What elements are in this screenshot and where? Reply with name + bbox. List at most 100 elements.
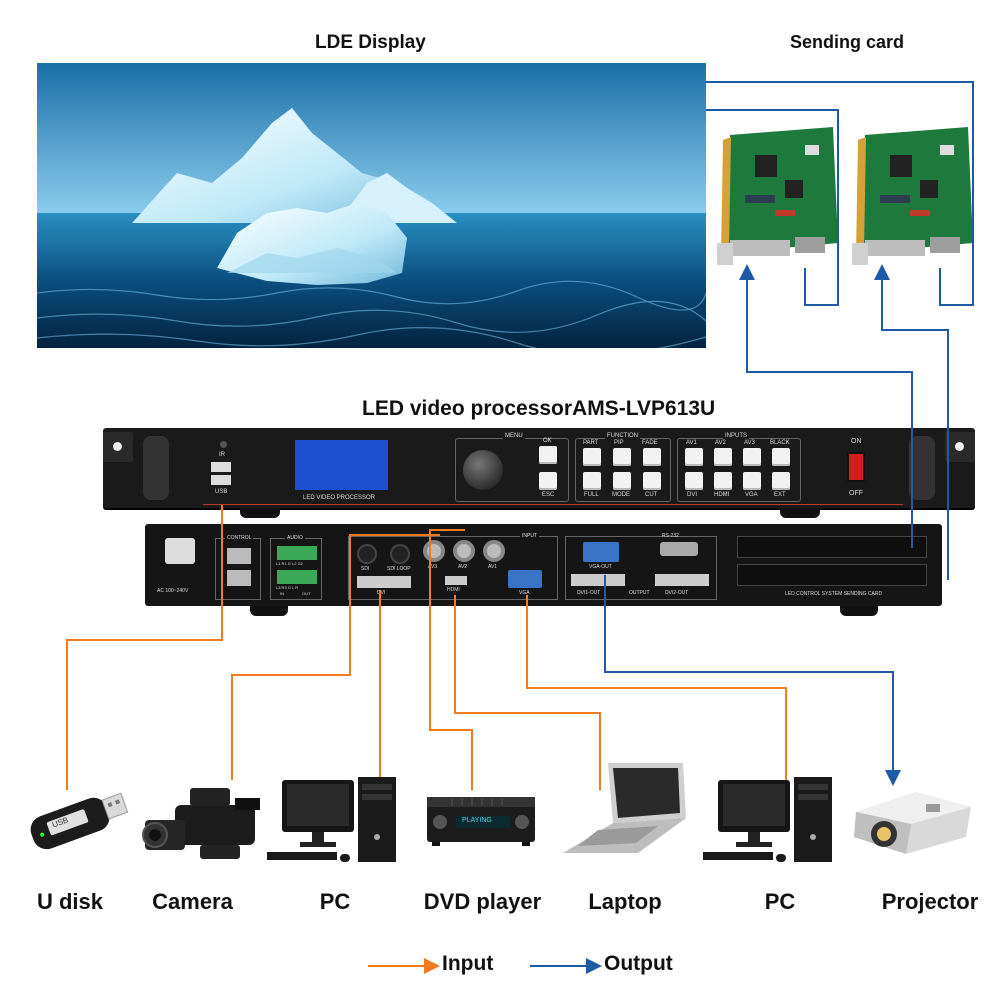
audio-label: AUDIO xyxy=(285,535,305,541)
in-av2-label: AV2 xyxy=(715,440,726,446)
screen-caption: LED VIDEO PROCESSOR xyxy=(303,495,376,501)
dvi-in-port[interactable] xyxy=(357,576,411,588)
dvi2-out-port[interactable] xyxy=(655,574,709,586)
rear-foot-2 xyxy=(840,606,878,616)
processor-title: LED video processorAMS-LVP613U xyxy=(362,397,716,420)
fn-part-label: PART xyxy=(583,440,599,446)
menu-label: MENU xyxy=(503,433,525,439)
laptop-icon xyxy=(563,763,686,853)
usb-port-2[interactable] xyxy=(211,475,231,485)
pc1-label: PC xyxy=(319,889,351,914)
av1-label: AV1 xyxy=(488,564,498,570)
cut-button[interactable] xyxy=(643,472,661,490)
sending-card-slot-2[interactable] xyxy=(737,564,927,586)
sending-card-slot-1[interactable] xyxy=(737,536,927,558)
dvi1-out-port[interactable] xyxy=(571,574,625,586)
hdmi-port[interactable] xyxy=(445,576,467,585)
front-accent-line xyxy=(203,504,903,505)
rj45-port-2[interactable] xyxy=(227,570,251,586)
av2-button[interactable] xyxy=(714,448,732,466)
menu-knob[interactable] xyxy=(463,450,503,490)
function-label: FUNCTION xyxy=(605,433,640,439)
laptop-vga-line xyxy=(526,595,787,780)
full-button[interactable] xyxy=(583,472,601,490)
foot-1 xyxy=(240,508,280,518)
fade-button[interactable] xyxy=(643,448,661,466)
rj45-port-1[interactable] xyxy=(227,548,251,564)
audio-top-labels: L1 R1 G L2 G2 xyxy=(276,561,303,566)
black-button[interactable] xyxy=(772,448,790,466)
sdi-loop-label: SDI LOOP xyxy=(387,566,411,572)
power-socket[interactable] xyxy=(165,538,195,564)
lcd-screen xyxy=(295,440,388,490)
vga-button[interactable] xyxy=(743,472,761,490)
in-av1-label: AV1 xyxy=(686,440,697,446)
av1-bnc[interactable] xyxy=(483,540,505,562)
rack-hole-right xyxy=(955,442,964,451)
usb-port-1[interactable] xyxy=(211,462,231,472)
handle-left[interactable] xyxy=(143,436,169,500)
mode-button[interactable] xyxy=(613,472,631,490)
pc1-icon xyxy=(267,777,396,862)
pip-button[interactable] xyxy=(613,448,631,466)
rs232-port[interactable] xyxy=(660,542,698,556)
sdi-port[interactable] xyxy=(357,544,377,564)
in-av3-label: AV3 xyxy=(744,440,755,446)
on-label: ON xyxy=(851,438,862,445)
legend-output-label: Output xyxy=(604,952,673,975)
vga-in-port[interactable] xyxy=(508,570,542,588)
part-button[interactable] xyxy=(583,448,601,466)
sdi-loop-port[interactable] xyxy=(390,544,410,564)
esc-button[interactable] xyxy=(539,472,557,490)
vga-out-port[interactable] xyxy=(583,542,619,562)
camera-label: Camera xyxy=(152,889,233,914)
projector-label: Projector xyxy=(881,889,979,914)
usb-label: USB xyxy=(215,489,228,495)
dvd-label: DVD player xyxy=(423,889,542,914)
av2-bnc[interactable] xyxy=(453,540,475,562)
processor-rear-panel: AC 100~240V CONTROL AUDIO L1 R1 G L2 G2 … xyxy=(145,524,942,606)
hdmi-label: HDMI xyxy=(447,587,460,593)
in-vga-label: VGA xyxy=(745,492,758,498)
hdmi-button[interactable] xyxy=(714,472,732,490)
audio-out-label: OUT xyxy=(302,591,311,596)
sdi-label: SDI xyxy=(361,566,370,572)
esc-label: ESC xyxy=(542,492,555,498)
handle-right[interactable] xyxy=(909,436,935,500)
legend-input-label: Input xyxy=(442,952,494,975)
udisk-icon xyxy=(30,792,129,850)
audio-terminal-top[interactable] xyxy=(277,546,317,560)
ir-sensor xyxy=(220,441,227,448)
av3-label: AV3 xyxy=(428,564,438,570)
dvd-icon xyxy=(427,797,535,846)
ir-label: IR xyxy=(219,452,225,458)
audio-terminal-bottom[interactable] xyxy=(277,570,317,584)
fn-full-label: FULL xyxy=(584,492,599,498)
pc2-label: PC xyxy=(764,889,796,914)
av3-bnc[interactable] xyxy=(423,540,445,562)
fn-cut-label: CUT xyxy=(645,492,658,498)
av2-label: AV2 xyxy=(458,564,468,570)
audio-bottom-labels: L3 R3 G L R xyxy=(276,585,299,590)
ok-button[interactable] xyxy=(539,446,557,464)
dvi2-out-label: DVI2-OUT xyxy=(665,590,689,596)
inputs-label: INPUTS xyxy=(723,433,750,439)
udisk-label: U disk xyxy=(36,889,104,914)
dvi1-out-label: DVI1-OUT xyxy=(577,590,601,596)
vga-label: VGA xyxy=(519,590,530,596)
processor-front-panel: IR USB LED VIDEO PROCESSOR MENU OK ESC F… xyxy=(103,428,975,508)
sending-card-slot-label: LED CONTROL SYSTEM SENDING CARD xyxy=(785,591,883,597)
projector-icon xyxy=(854,792,971,854)
power-switch[interactable] xyxy=(847,452,865,482)
av3-button[interactable] xyxy=(743,448,761,466)
camera-icon xyxy=(142,788,260,859)
ok-label: OK xyxy=(543,438,552,444)
audio-in-label: IN xyxy=(280,591,284,596)
sending-card-2 xyxy=(852,127,973,265)
display-title: LDE Display xyxy=(315,32,426,53)
fn-fade-label: FADE xyxy=(642,440,658,446)
av1-button[interactable] xyxy=(685,448,703,466)
ext-button[interactable] xyxy=(772,472,790,490)
foot-2 xyxy=(780,508,820,518)
dvi-button[interactable] xyxy=(685,472,703,490)
